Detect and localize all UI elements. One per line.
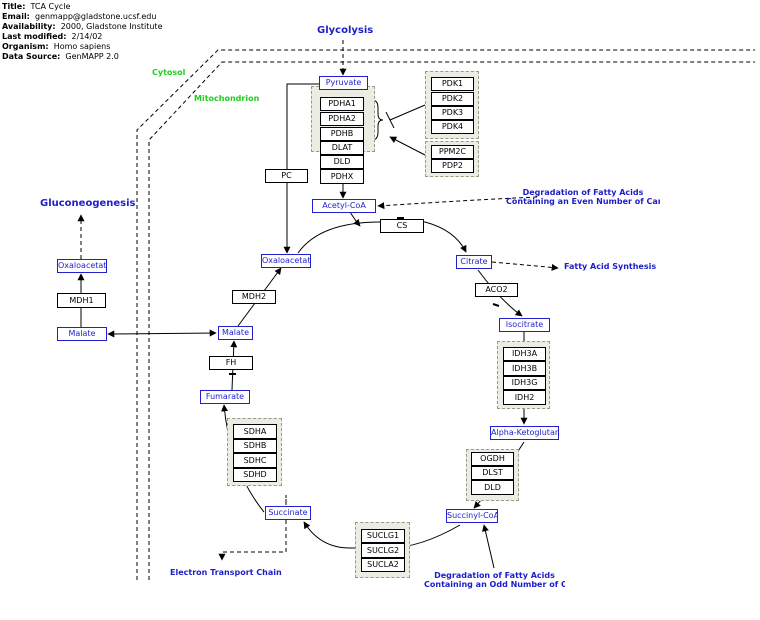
edge-citrate-fattysynth	[491, 261, 559, 271]
gene-fh[interactable]: FH	[209, 356, 253, 370]
source-text: GenMAPP 2.0	[65, 52, 119, 61]
gene-sdhc[interactable]: SDHC	[233, 453, 277, 468]
edge-pdp-activate	[389, 136, 426, 156]
gene-pdhb[interactable]: PDHB	[320, 127, 364, 141]
gene-ogdh[interactable]: OGDH	[471, 452, 514, 466]
gene-ppm2c[interactable]: PPM2C	[431, 145, 474, 159]
gene-dld-ogdh[interactable]: DLD	[471, 480, 514, 495]
gene-pdhx[interactable]: PDHX	[320, 169, 364, 184]
gene-pdk2[interactable]: PDK2	[431, 92, 474, 106]
gene-idh3a[interactable]: IDH3A	[503, 347, 546, 361]
source-line: Data Source: GenMAPP 2.0	[2, 52, 119, 61]
metabolite-succinate[interactable]: Succinate	[265, 506, 311, 520]
organism-text: Homo sapiens	[53, 42, 111, 51]
gene-mdh2[interactable]: MDH2	[232, 290, 276, 304]
gene-suclg2[interactable]: SUCLG2	[361, 543, 405, 558]
cytosol-boundary	[136, 49, 755, 580]
gene-sdha[interactable]: SDHA	[233, 424, 277, 439]
gene-cs[interactable]: CS	[380, 219, 424, 233]
gene-dld[interactable]: DLD	[320, 155, 364, 169]
metabolite-isocitrate[interactable]: Isocitrate	[499, 318, 550, 332]
metabolite-alpha-ketoglutarate[interactable]: Alpha-Ketoglutarate	[490, 426, 559, 440]
edge-fattyeven-acetylcoa	[377, 196, 538, 210]
title-text: TCA Cycle	[30, 2, 71, 11]
metabolite-malate[interactable]: Malate	[218, 326, 253, 340]
gene-pdha1[interactable]: PDHA1	[320, 97, 364, 111]
gene-pdk3[interactable]: PDK3	[431, 106, 474, 120]
gene-suclg1[interactable]: SUCLG1	[361, 529, 405, 543]
gene-pdk4[interactable]: PDK4	[431, 120, 474, 134]
organism-line: Organism: Homo sapiens	[2, 42, 111, 51]
gene-pdp2[interactable]: PDP2	[431, 159, 474, 173]
email-text: genmapp@gladstone.ucsf.edu	[34, 12, 157, 21]
edge-pyruvate-oxaloacetate	[283, 83, 319, 254]
metabolite-citrate[interactable]: Citrate	[456, 255, 492, 269]
pathway-glycolysis: Glycolysis	[317, 25, 374, 36]
gene-sdhb[interactable]: SDHB	[233, 439, 277, 453]
gene-pc[interactable]: PC	[265, 169, 308, 183]
catalyst-ticks	[229, 217, 500, 375]
email-line: Email: genmapp@gladstone.ucsf.edu	[2, 12, 157, 21]
metabolite-pyruvate[interactable]: Pyruvate	[319, 76, 368, 90]
edge-cycle-top	[297, 221, 467, 254]
gene-dlat[interactable]: DLAT	[320, 141, 364, 155]
gene-pdha2[interactable]: PDHA2	[320, 112, 364, 126]
edge-acetylcoa-cs	[349, 211, 361, 227]
mitochondrion-boundary	[148, 61, 755, 580]
modified-text: 2/14/02	[71, 32, 103, 41]
metabolite-succinyl-coa[interactable]: Succinyl-CoA	[446, 509, 498, 523]
pathway-gluconeogenesis: Gluconeogenesis	[40, 198, 136, 209]
gene-mdh1[interactable]: MDH1	[57, 293, 106, 308]
gene-sdhd[interactable]: SDHD	[233, 468, 277, 482]
gene-idh3g[interactable]: IDH3G	[503, 376, 546, 390]
edge-pdk-inhibit	[371, 99, 426, 141]
title-line: Title: TCA Cycle	[2, 2, 71, 11]
edge-succinate-etc	[218, 495, 287, 561]
compartment-cytosol: Cytosol	[152, 68, 186, 77]
availability-text: 2000, Gladstone Institute	[60, 22, 163, 31]
metabolite-oxaloacetate[interactable]: Oxaloacetate	[261, 254, 311, 268]
gene-aco2[interactable]: ACO2	[475, 283, 518, 297]
metabolite-malate-cytosol[interactable]: Malate	[57, 327, 107, 341]
compartment-mitochondrion: Mitochondrion	[194, 94, 260, 103]
metabolite-fumarate[interactable]: Fumarate	[200, 390, 250, 404]
gene-pdk1[interactable]: PDK1	[431, 77, 474, 91]
availability-line: Availability: 2000, Gladstone Institute	[2, 22, 163, 31]
modified-line: Last modified: 2/14/02	[2, 32, 103, 41]
pathway-etc: Electron Transport Chain	[170, 568, 282, 577]
edge-fattyodd-succinylcoa	[482, 524, 495, 569]
gene-idh3b[interactable]: IDH3B	[503, 361, 546, 376]
gene-idh2[interactable]: IDH2	[503, 390, 546, 405]
gene-sucla2[interactable]: SUCLA2	[361, 558, 405, 572]
metabolite-oxaloacetate-cytosol[interactable]: Oxaloacetate	[57, 259, 107, 273]
metabolite-acetyl-coa[interactable]: Acetyl-CoA	[312, 199, 376, 213]
gene-dlst[interactable]: DLST	[471, 466, 514, 480]
pathway-fatty-synthesis: Fatty Acid Synthesis	[564, 262, 657, 271]
edge-malate-exchange	[107, 329, 217, 338]
